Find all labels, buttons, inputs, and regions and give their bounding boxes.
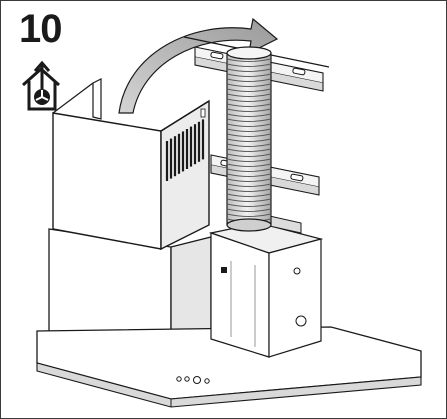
duct-ring: [226, 88, 272, 92]
step-number: 10: [19, 7, 62, 51]
duct-ring: [226, 178, 272, 182]
duct-ring: [226, 168, 272, 172]
duct-ring: [226, 93, 272, 97]
flexible-duct: [226, 46, 272, 232]
control-buttons: [176, 376, 210, 384]
duct-ring: [226, 193, 272, 197]
duct-ring: [226, 133, 272, 137]
duct-ring: [226, 158, 272, 162]
duct-ring: [226, 83, 272, 87]
hood-base: [36, 326, 422, 408]
duct-ring: [226, 208, 272, 212]
duct-ring: [226, 118, 272, 122]
duct-ring: [226, 108, 272, 112]
duct-ring: [226, 103, 272, 107]
curved-arrow-icon: [118, 17, 279, 114]
duct-ring: [226, 73, 272, 77]
duct-ring: [226, 183, 272, 187]
duct-ring: [226, 68, 272, 72]
duct-ring: [226, 58, 272, 62]
ventilation-slots: [165, 119, 205, 181]
upper-chimney-section: [52, 78, 210, 251]
duct-ring: [226, 128, 272, 132]
house-with-external-duct-icon: [22, 60, 60, 111]
duct-ring: [226, 148, 272, 152]
duct-ring: [226, 153, 272, 157]
duct-ring: [226, 173, 272, 177]
duct-ring: [226, 163, 272, 167]
duct-ring: [226, 138, 272, 142]
duct-ring: [226, 203, 272, 207]
duct-ring: [226, 143, 272, 147]
duct-ring: [226, 123, 272, 127]
duct-ring: [226, 113, 272, 117]
duct-ring: [226, 63, 272, 67]
duct-ring: [226, 78, 272, 82]
duct-ring: [226, 213, 272, 217]
motor-unit: [208, 214, 324, 358]
duct-ring: [226, 198, 272, 202]
duct-ring: [226, 188, 272, 192]
duct-ring: [226, 98, 272, 102]
